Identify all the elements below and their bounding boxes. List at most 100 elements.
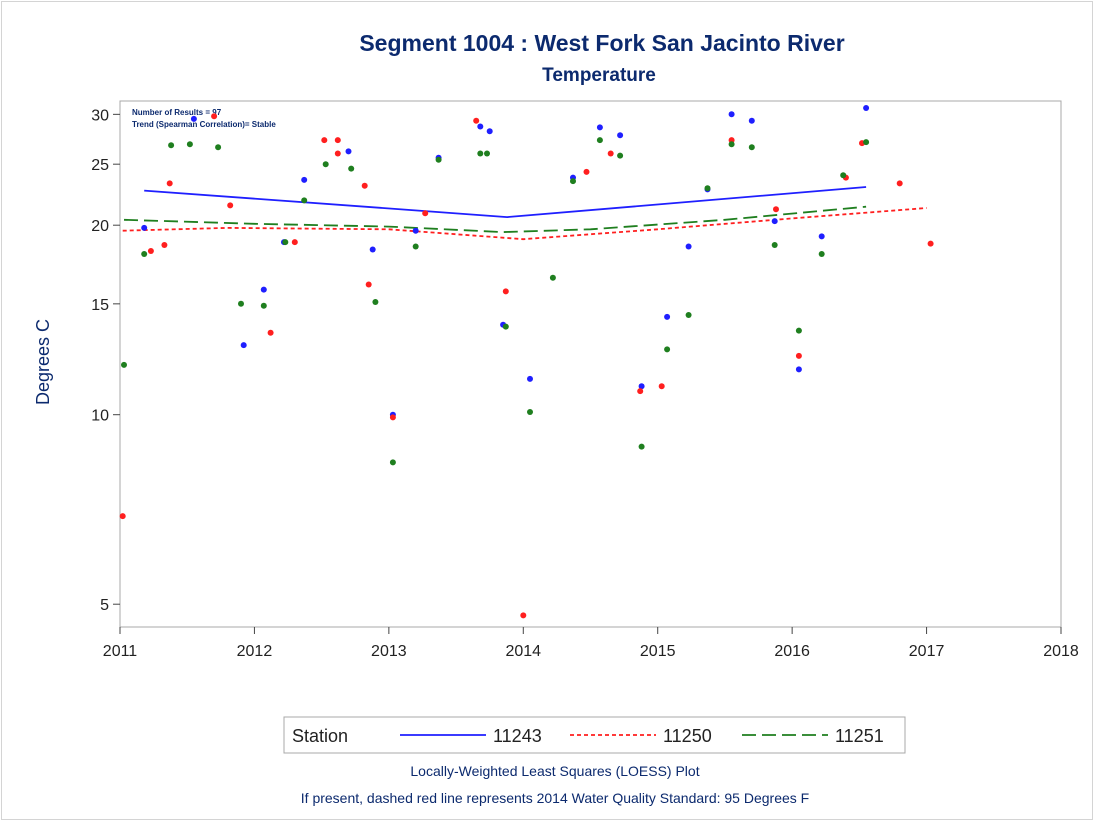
data-point-11250	[422, 210, 429, 217]
data-point-11251	[141, 251, 148, 257]
x-tick-label: 2017	[909, 643, 945, 660]
data-point-11251	[795, 327, 802, 334]
data-point-11243	[141, 224, 148, 231]
data-point-11251	[484, 150, 490, 157]
data-point-11251	[238, 300, 244, 307]
data-point-11243	[301, 176, 308, 183]
data-point-11251	[664, 346, 671, 353]
data-point-11251	[372, 299, 379, 305]
loess-line-11250	[122, 207, 927, 241]
data-point-11251	[435, 156, 442, 163]
data-point-11251	[638, 443, 645, 450]
data-point-11251	[348, 165, 355, 172]
data-point-11243	[527, 375, 533, 382]
legend-label-11251: 11251	[835, 726, 884, 746]
data-point-11250	[365, 281, 372, 288]
data-point-11251	[596, 137, 603, 144]
data-point-11250	[161, 242, 168, 248]
data-point-11251	[301, 197, 308, 204]
data-point-11251	[121, 361, 127, 368]
data-point-11251	[322, 161, 329, 168]
y-tick-label: 20	[91, 218, 109, 235]
loess-lines	[122, 186, 927, 241]
annotation-trend: Trend (Spearman Correlation)= Stable	[132, 120, 276, 129]
data-point-11250	[583, 168, 590, 175]
data-point-11251	[282, 239, 289, 246]
data-point-11243	[617, 132, 624, 139]
data-point-11243	[685, 243, 692, 250]
x-tick-label: 2015	[640, 643, 676, 660]
data-point-11250	[361, 182, 368, 189]
data-point-11251	[549, 274, 556, 281]
loess-line-11251	[123, 205, 867, 234]
chart-subtitle: Temperature	[542, 65, 656, 86]
data-point-11243	[771, 218, 778, 225]
legend-label-11243: 11243	[493, 726, 542, 746]
y-axis-label: Degrees C	[33, 319, 53, 405]
data-point-11250	[211, 113, 218, 120]
data-point-11250	[795, 352, 802, 359]
loess-line-11243	[144, 186, 867, 219]
data-point-11251	[728, 141, 735, 148]
data-point-11243	[345, 148, 352, 155]
data-point-11251	[617, 152, 624, 159]
data-point-11250	[502, 288, 509, 295]
legend-box	[283, 716, 906, 754]
data-point-11243	[728, 111, 735, 118]
data-point-11251	[260, 302, 267, 309]
footnote-standard: If present, dashed red line represents 2…	[301, 790, 809, 806]
y-tick-label: 5	[100, 597, 109, 614]
data-point-11251	[685, 312, 692, 318]
data-point-11251	[389, 459, 396, 466]
data-point-11251	[168, 142, 175, 149]
data-point-11250	[334, 150, 341, 157]
data-point-11250	[227, 202, 234, 209]
data-point-11250	[291, 239, 298, 246]
data-point-11243	[240, 342, 247, 349]
x-tick-label: 2012	[237, 643, 273, 660]
data-point-11250	[658, 383, 665, 390]
data-point-11251	[412, 243, 419, 250]
chart-title: Segment 1004 : West Fork San Jacinto Riv…	[359, 30, 844, 56]
x-tick-label: 2011	[103, 643, 138, 660]
data-point-11251	[704, 185, 711, 192]
x-tick-label: 2016	[774, 643, 810, 660]
data-point-11243	[260, 286, 267, 293]
data-point-11251	[527, 409, 533, 415]
data-point-11250	[520, 612, 527, 619]
y-tick-label: 10	[91, 408, 109, 425]
data-point-11250	[473, 117, 480, 124]
data-point-11243	[477, 123, 484, 130]
data-point-11243	[369, 246, 376, 253]
data-point-11243	[818, 233, 825, 240]
data-point-11250	[321, 137, 328, 144]
data-point-11251	[771, 242, 778, 248]
data-point-11243	[638, 383, 645, 390]
legend-title: Station	[292, 726, 348, 746]
annotation-result-count: Number of Results = 97	[132, 108, 222, 117]
data-point-11243	[664, 313, 671, 320]
data-point-11250	[773, 206, 779, 213]
data-point-11251	[186, 141, 193, 148]
data-point-11250	[389, 414, 396, 421]
data-point-11243	[412, 227, 419, 234]
data-point-11251	[215, 144, 222, 151]
data-point-11243	[190, 115, 197, 122]
data-point-11243	[748, 117, 755, 124]
data-point-11250	[896, 180, 903, 187]
data-point-11250	[334, 137, 341, 144]
x-tick-label: 2018	[1043, 643, 1079, 660]
y-tick-label: 15	[91, 297, 109, 314]
data-point-11251	[863, 139, 870, 146]
footnote-loess: Locally-Weighted Least Squares (LOESS) P…	[410, 763, 699, 779]
data-point-11251	[502, 323, 509, 330]
data-point-11251	[748, 144, 755, 151]
data-point-11250	[147, 248, 154, 254]
x-tick-label: 2014	[505, 643, 541, 660]
data-point-11250	[637, 388, 644, 395]
